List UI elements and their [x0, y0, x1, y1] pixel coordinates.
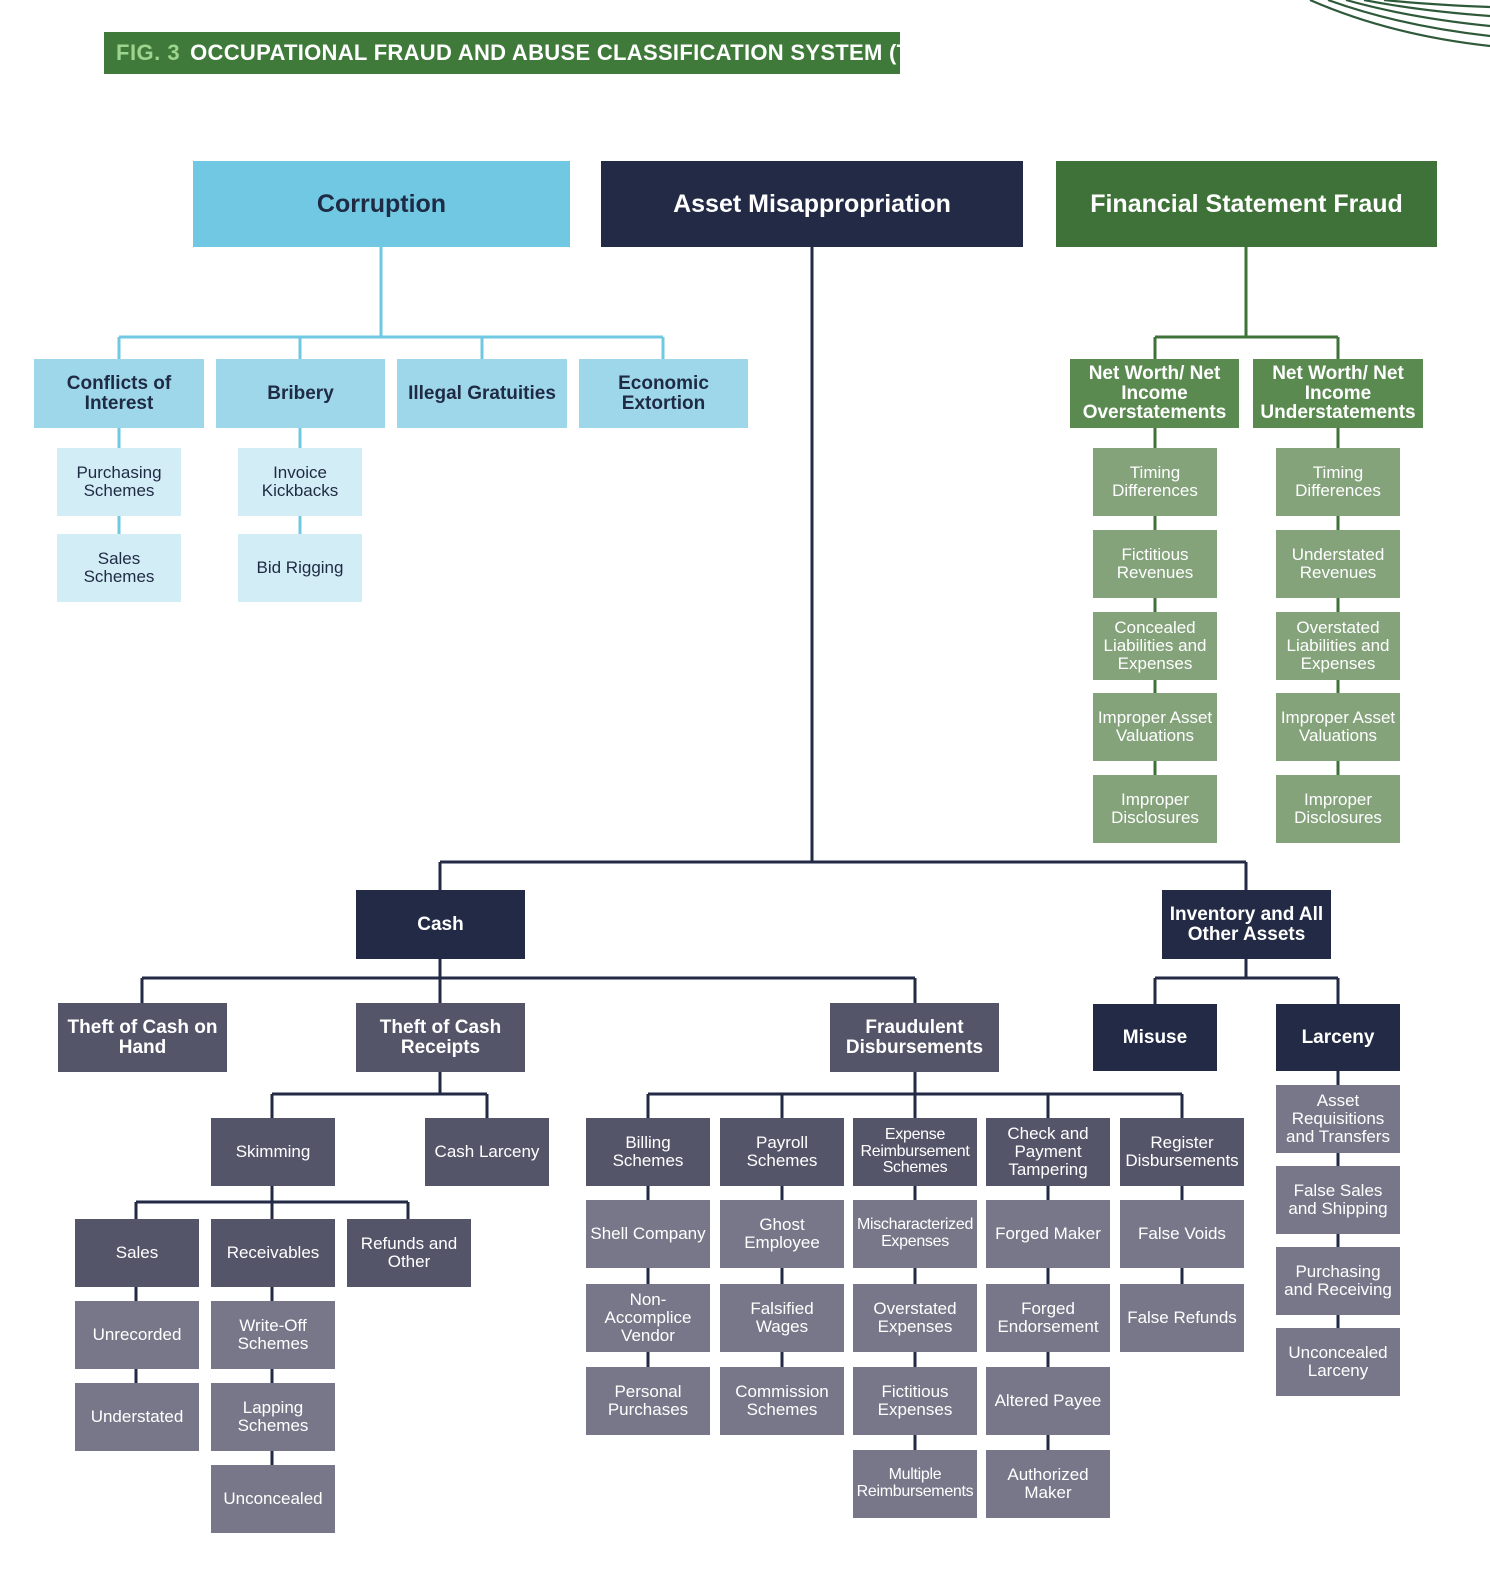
- purchasing-schemes-node: Purchasing Schemes: [57, 448, 181, 516]
- financial-statement-fraud-node: Financial Statement Fraud: [1056, 161, 1437, 247]
- fraudulent-disbursements-node: Fraudulent Disbursements: [830, 1003, 999, 1072]
- false-sales-shipping-node: False Sales and Shipping: [1276, 1166, 1400, 1234]
- lapping-schemes-node: Lapping Schemes: [211, 1383, 335, 1451]
- forged-maker-node: Forged Maker: [986, 1200, 1110, 1268]
- figure-title-bar: FIG. 3 OCCUPATIONAL FRAUD AND ABUSE CLAS…: [104, 32, 900, 74]
- multiple-reimbursements-node: Multiple Reimbursements: [853, 1450, 977, 1518]
- figure-title: OCCUPATIONAL FRAUD AND ABUSE CLASSIFICAT…: [190, 40, 900, 65]
- billing-schemes-node: Billing Schemes: [586, 1118, 710, 1186]
- falsified-wages-node: Falsified Wages: [720, 1284, 844, 1352]
- unrecorded-node: Unrecorded: [75, 1301, 199, 1369]
- write-off-schemes-node: Write-Off Schemes: [211, 1301, 335, 1369]
- theft-of-cash-receipts-node: Theft of Cash Receipts: [356, 1003, 525, 1072]
- theft-of-cash-on-hand-node: Theft of Cash on Hand: [58, 1003, 227, 1072]
- commission-schemes-node: Commission Schemes: [720, 1367, 844, 1435]
- corner-decoration: [1309, 0, 1490, 48]
- mischaracterized-expenses-node: Mischaracterized Expenses: [853, 1200, 977, 1268]
- non-accomplice-vendor-node: Non-Accomplice Vendor: [586, 1284, 710, 1352]
- shell-company-node: Shell Company: [586, 1200, 710, 1268]
- unconcealed-larceny-node: Unconcealed Larceny: [1276, 1328, 1400, 1396]
- cash-node: Cash: [356, 890, 525, 959]
- corruption-node: Corruption: [193, 161, 570, 247]
- bribery-node: Bribery: [216, 359, 385, 428]
- authorized-maker-node: Authorized Maker: [986, 1450, 1110, 1518]
- register-disbursements-node: Register Disbursements: [1120, 1118, 1244, 1186]
- false-refunds-node: False Refunds: [1120, 1284, 1244, 1352]
- cash-larceny-node: Cash Larceny: [425, 1118, 549, 1186]
- conflicts-of-interest-node: Conflicts of Interest: [34, 359, 204, 428]
- asset-misappropriation-node: Asset Misappropriation: [601, 161, 1023, 247]
- bid-rigging-node: Bid Rigging: [238, 534, 362, 602]
- inventory-other-assets-node: Inventory and All Other Assets: [1162, 890, 1331, 959]
- refunds-other-node: Refunds and Other: [347, 1219, 471, 1287]
- skimming-node: Skimming: [211, 1118, 335, 1186]
- larceny-node: Larceny: [1276, 1004, 1400, 1071]
- altered-payee-node: Altered Payee: [986, 1367, 1110, 1435]
- purchasing-receiving-node: Purchasing and Receiving: [1276, 1247, 1400, 1315]
- receivables-node: Receivables: [211, 1219, 335, 1287]
- ghost-employee-node: Ghost Employee: [720, 1200, 844, 1268]
- overstated-expenses-node: Overstated Expenses: [853, 1284, 977, 1352]
- personal-purchases-node: Personal Purchases: [586, 1367, 710, 1435]
- under-improper-disclosures-node: Improper Disclosures: [1276, 775, 1400, 843]
- false-voids-node: False Voids: [1120, 1200, 1244, 1268]
- illegal-gratuities-node: Illegal Gratuities: [397, 359, 567, 428]
- asset-requisitions-node: Asset Requisitions and Transfers: [1276, 1085, 1400, 1153]
- fictitious-expenses-node: Fictitious Expenses: [853, 1367, 977, 1435]
- over-improper-disclosures-node: Improper Disclosures: [1093, 775, 1217, 843]
- over-improper-valuations-node: Improper Asset Valuations: [1093, 693, 1217, 761]
- figure-label: FIG. 3: [116, 40, 181, 65]
- unconcealed-node: Unconcealed: [211, 1465, 335, 1533]
- check-payment-tampering-node: Check and Payment Tampering: [986, 1118, 1110, 1186]
- under-improper-valuations-node: Improper Asset Valuations: [1276, 693, 1400, 761]
- invoice-kickbacks-node: Invoice Kickbacks: [238, 448, 362, 516]
- understatements-node: Net Worth/ Net Income Understatements: [1253, 359, 1423, 428]
- payroll-schemes-node: Payroll Schemes: [720, 1118, 844, 1186]
- economic-extortion-node: Economic Extortion: [579, 359, 748, 428]
- overstated-liabilities-node: Overstated Liabilities and Expenses: [1276, 612, 1400, 680]
- under-timing-differences-node: Timing Differences: [1276, 448, 1400, 516]
- misuse-node: Misuse: [1093, 1004, 1217, 1071]
- understated-node: Understated: [75, 1383, 199, 1451]
- over-timing-differences-node: Timing Differences: [1093, 448, 1217, 516]
- expense-reimbursement-node: Expense Reimbursement Schemes: [853, 1118, 977, 1186]
- fictitious-revenues-node: Fictitious Revenues: [1093, 530, 1217, 598]
- overstatements-node: Net Worth/ Net Income Overstatements: [1070, 359, 1239, 428]
- understated-revenues-node: Understated Revenues: [1276, 530, 1400, 598]
- concealed-liabilities-node: Concealed Liabilities and Expenses: [1093, 612, 1217, 680]
- sales-schemes-node: Sales Schemes: [57, 534, 181, 602]
- forged-endorsement-node: Forged Endorsement: [986, 1284, 1110, 1352]
- sales-node: Sales: [75, 1219, 199, 1287]
